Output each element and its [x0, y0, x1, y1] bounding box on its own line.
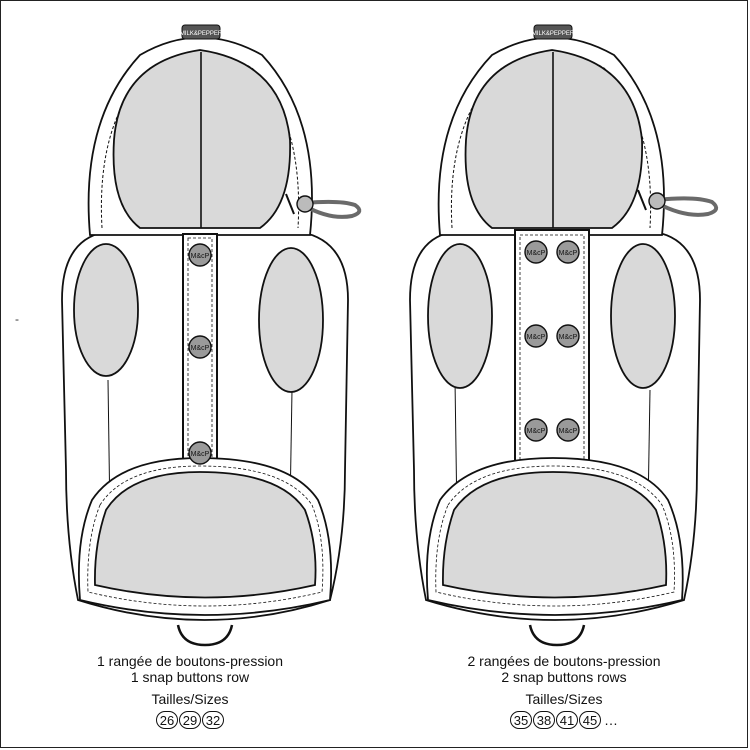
size-badge: 26 [156, 711, 178, 729]
caption-left-line1: 1 rangée de boutons-pression [96, 653, 284, 669]
hood-inner-left [112, 49, 291, 229]
arm-hole-right-b [610, 243, 676, 389]
toggle-stopper-right [648, 192, 666, 210]
snap-button: M&cP [524, 324, 548, 348]
stray-mark: - [15, 312, 19, 326]
hood-inner-right [464, 49, 643, 229]
sizes-list-left: 26 29 32 [40, 711, 340, 729]
snap-button-label: M&cP [527, 334, 546, 341]
belly-inner-right [442, 471, 668, 599]
snap-button-label: M&cP [527, 250, 546, 257]
strap-loop-left [176, 624, 234, 647]
toggle-clip-left [285, 193, 295, 215]
snap-button-label: M&cP [191, 345, 210, 352]
snap-button-label: M&cP [191, 253, 210, 260]
caption-left: 1 rangée de boutons-pression 1 snap butt… [40, 653, 340, 729]
caption-right-line2: 2 snap buttons rows [501, 669, 627, 685]
brand-tag-left [181, 24, 221, 40]
strap-loop-right [528, 624, 586, 647]
snap-button: M&cP [188, 335, 212, 359]
brand-tag-right [533, 24, 573, 40]
sizes-more: … [604, 712, 618, 728]
caption-right-line1: 2 rangées de boutons-pression [467, 653, 661, 669]
snap-buttons-right: M&cP M&cP M&cP M&cP M&cP M&cP [524, 240, 580, 442]
sizes-list-right: 35 38 41 45 … [414, 711, 714, 729]
toggle-cord-right [656, 196, 719, 217]
snap-buttons-left: M&cP M&cP M&cP [188, 243, 212, 465]
snap-button-label: M&cP [559, 428, 578, 435]
snap-button: M&cP [524, 240, 548, 264]
belly-stitch-right [435, 465, 675, 607]
sizes-label-left: Tailles/Sizes [151, 691, 229, 707]
brand-tag-text-right: MILK&PEPPER [532, 31, 575, 37]
caption-left-line2: 1 snap buttons row [130, 669, 250, 685]
snap-button-label: M&cP [559, 250, 578, 257]
brand-tag-text-left: MILK&PEPPER [180, 31, 223, 37]
size-badge: 35 [510, 711, 532, 729]
toggle-cord-left [304, 199, 362, 219]
size-badge: 32 [202, 711, 224, 729]
snap-button-label: M&cP [527, 428, 546, 435]
size-badge: 29 [179, 711, 201, 729]
snap-button: M&cP [188, 243, 212, 267]
coat-right [409, 24, 719, 647]
caption-right: 2 rangées de boutons-pression 2 snap but… [414, 653, 714, 729]
snap-button: M&cP [524, 418, 548, 442]
size-badge: 41 [556, 711, 578, 729]
coat-left [61, 24, 362, 647]
toggle-clip-right [637, 189, 647, 211]
toggle-stopper-left [296, 195, 314, 213]
size-badge: 45 [579, 711, 601, 729]
belly-inner-left [94, 471, 317, 599]
arm-hole-left-b [258, 247, 324, 393]
size-badge: 38 [533, 711, 555, 729]
belly-stitch-left [87, 465, 324, 607]
snap-button: M&cP [556, 240, 580, 264]
sizes-label-right: Tailles/Sizes [525, 691, 603, 707]
snap-button: M&cP [188, 441, 212, 465]
arm-hole-right-a [427, 243, 493, 389]
snap-button-label: M&cP [559, 334, 578, 341]
snap-button: M&cP [556, 324, 580, 348]
snap-button: M&cP [556, 418, 580, 442]
snap-button-label: M&cP [191, 451, 210, 458]
arm-hole-left-a [73, 243, 139, 377]
